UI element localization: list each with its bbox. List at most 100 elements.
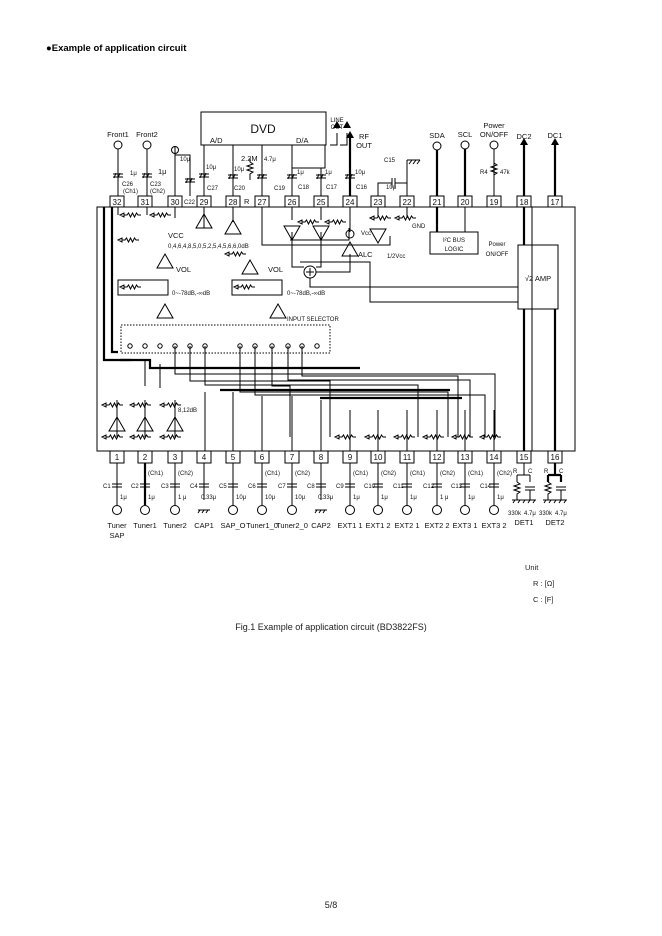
gain-steps-label: 0,4,6,4,8,5,0,5,2,5,4,5,6,6,0dB	[168, 244, 249, 250]
pin-number: 16	[551, 453, 560, 462]
pin-number: 25	[317, 198, 326, 207]
op-amp-icon	[156, 252, 174, 269]
capacitor-label: C10	[364, 484, 376, 490]
pin-number: 20	[461, 198, 470, 207]
channel-label: (Ch2)	[295, 471, 310, 477]
capacitor-label: C12	[423, 484, 435, 490]
selector-node	[157, 343, 163, 349]
pin-17: 17	[547, 195, 563, 208]
terminal-label: Tuner2	[163, 521, 187, 530]
resistor-icon	[333, 433, 356, 441]
pin-8: 8	[313, 450, 329, 464]
pin-number: 15	[520, 453, 529, 462]
resistor-icon	[478, 433, 501, 441]
c20-value: 10μ	[234, 167, 245, 173]
pin-16: 16	[547, 450, 563, 464]
resistor-icon	[118, 211, 141, 219]
alc-label: ALC	[358, 250, 373, 259]
pin-number: 9	[348, 453, 353, 462]
top-wiring	[117, 121, 559, 196]
resistor-icon	[100, 433, 123, 441]
capacitor-icon	[199, 172, 209, 179]
terminal-icon	[228, 505, 238, 515]
capacitor-value: 0.33μ	[201, 495, 217, 501]
pin-number: 8	[319, 453, 324, 462]
capacitor-label: C6	[248, 484, 256, 490]
terminal-front1	[113, 140, 123, 150]
terminal-label: Tuner	[107, 521, 127, 530]
c26-value: 1μ	[130, 171, 137, 177]
c22-value: 10μ	[180, 157, 191, 163]
pin-number: 26	[288, 198, 297, 207]
unit-resistance: R : [Ω]	[533, 579, 555, 588]
vol-label-1: VOL	[176, 265, 191, 274]
capacitor-value: 10μ	[236, 495, 247, 501]
top-capacitors	[113, 172, 396, 188]
capacitor-value: 10μ	[295, 495, 306, 501]
channel-label: (Ch1)	[265, 471, 280, 477]
resistor-icon	[368, 214, 391, 222]
op-amp-icon	[269, 302, 287, 319]
pin-number: 31	[141, 198, 150, 207]
pin-23: 23	[370, 195, 386, 208]
op-amp-icon	[241, 258, 259, 275]
pin-20: 20	[457, 195, 473, 208]
capacitor-label: C4	[190, 484, 198, 490]
capacitor-icon	[287, 173, 297, 180]
terminal-icon	[373, 505, 383, 515]
capacitor-icon	[228, 173, 238, 180]
capacitor-icon	[345, 483, 355, 488]
r-pin-label: R	[244, 197, 250, 206]
pin-27: 27	[254, 195, 270, 208]
terminal-icon	[402, 505, 412, 515]
capacitor-icon	[402, 483, 412, 488]
pin-14: 14	[486, 450, 502, 464]
attenuation-label-1: 0~-78dB,-∞dB	[172, 291, 210, 297]
c18-value: 1μ	[297, 170, 304, 176]
terminal-label: EXT3 2	[481, 521, 506, 530]
pin-number: 22	[403, 198, 412, 207]
resistor-icon	[148, 211, 171, 219]
pin-32: 32	[109, 195, 125, 208]
capacitor-label: C13	[451, 484, 463, 490]
resistor-icon	[158, 433, 181, 441]
op-amp-icon	[283, 225, 301, 242]
dvd-block: DVD A/D D/A	[200, 111, 327, 146]
pin-number: 1	[115, 453, 120, 462]
pin-number: 3	[173, 453, 178, 462]
attenuator-box-1	[117, 279, 169, 296]
dvd-title: DVD	[250, 122, 276, 136]
pin-number: 21	[433, 198, 442, 207]
capacitor-label: C	[559, 469, 564, 475]
c15-value: 10μ	[386, 185, 397, 191]
vcc-label: VCC	[168, 231, 184, 240]
capacitor-value: 1μ	[381, 495, 388, 501]
terminal-label: Tuner1	[133, 521, 157, 530]
terminal-label: SAP_O	[220, 521, 245, 530]
channel-label: (Ch1)	[148, 471, 163, 477]
capacitor-icon	[199, 483, 209, 488]
c23-label: C23	[150, 182, 162, 188]
capacitor-value: 4.7μ	[555, 511, 567, 517]
capacitor-value: 1μ	[410, 495, 417, 501]
terminal-label: SAP	[109, 531, 124, 540]
pin-number: 19	[490, 198, 499, 207]
terminal-label: EXT3 1	[452, 521, 477, 530]
detector-label: DET1	[514, 518, 533, 527]
pin-11: 11	[399, 450, 415, 464]
unit-legend: Unit R : [Ω] C : [F]	[525, 560, 554, 608]
terminal-icon	[170, 505, 180, 515]
resistor-icon	[158, 401, 181, 409]
resistor-icon	[512, 481, 522, 500]
c18-label: C18	[298, 185, 310, 191]
pin-number: 29	[200, 198, 209, 207]
capacitor-value: 1μ	[353, 495, 360, 501]
op-amp-icon	[195, 212, 213, 229]
c22-pin-label: C22	[184, 200, 196, 206]
terminal-icon	[287, 505, 297, 515]
